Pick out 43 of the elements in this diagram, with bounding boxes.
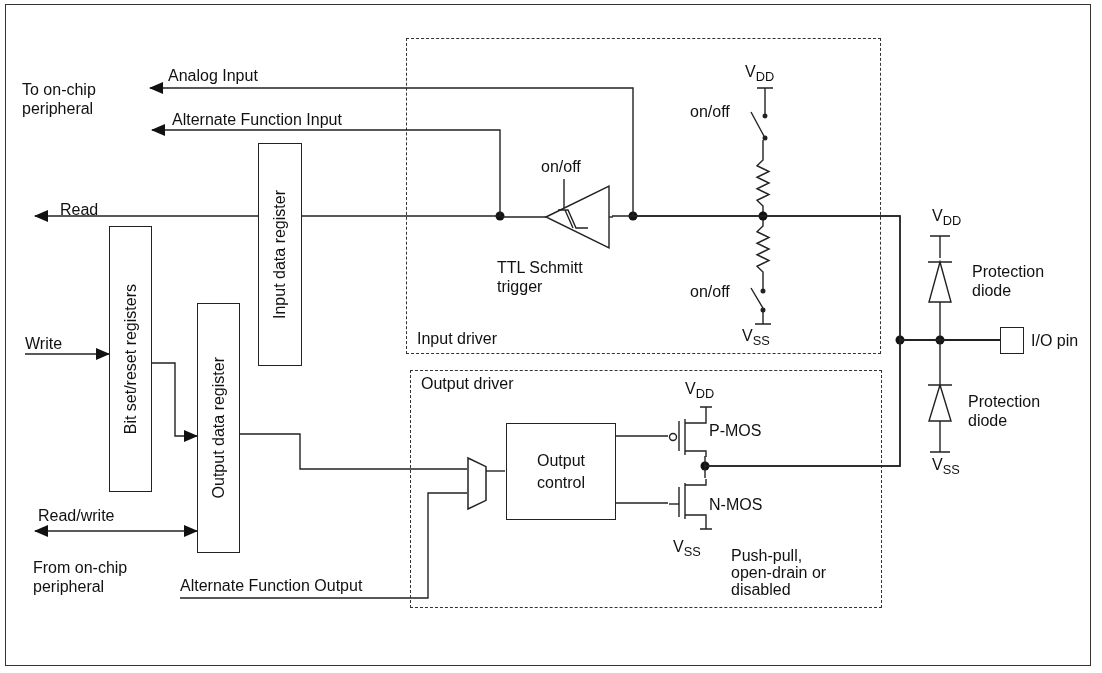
signal-label: Write [25, 334, 63, 353]
signal-label: Alternate Function Input [172, 110, 342, 129]
signal-label: Read [60, 200, 99, 219]
component-label: TTL Schmitt trigger [497, 258, 584, 296]
component-label: N-MOS [709, 495, 763, 514]
signal-label: Read/write [38, 506, 115, 525]
input-driver-region [406, 38, 881, 354]
text-label: on/off [690, 102, 730, 121]
signal-label: Alternate Function Output [180, 576, 363, 595]
register-box: Output data register [197, 303, 240, 553]
pin-label: I/O pin [1031, 331, 1079, 350]
control-label: on/off [541, 157, 581, 176]
text-label: V$_{SS}$ [932, 455, 960, 479]
arrow [151, 124, 501, 217]
text-label: on/off [690, 282, 730, 301]
register-box: Bit set/reset registers [109, 226, 152, 492]
component-label: Protection diode [972, 262, 1046, 300]
connector-line [239, 433, 468, 470]
connector-line [614, 435, 669, 437]
region-title: Output driver [421, 375, 514, 393]
component-label: Protection diode [968, 392, 1042, 430]
supply-label: V$_{SS}$ [673, 537, 701, 561]
arrow [34, 210, 259, 222]
register-box: Input data register [258, 143, 302, 366]
arrow [151, 362, 198, 442]
note-label: From on-chip peripheral [33, 558, 129, 596]
note-label: To on-chip peripheral [22, 80, 97, 118]
supply-label: V$_{DD}$ [685, 379, 715, 403]
output-driver-region [410, 370, 882, 608]
signal-label: Analog Input [168, 66, 258, 85]
text-label: V$_{SS}$ [742, 326, 770, 350]
arrow [34, 525, 198, 537]
connector-line [614, 502, 669, 504]
component-label: P-MOS [709, 421, 762, 440]
mode-note: Push-pull, open-drain or disabled [731, 547, 828, 598]
text-label: V$_{DD}$ [932, 206, 962, 230]
arrow [24, 348, 110, 360]
connector-line [484, 470, 506, 472]
connector-line [301, 215, 501, 217]
process-box: Output control [506, 423, 616, 520]
text-label: V$_{DD}$ [745, 62, 775, 86]
region-title: Input driver [417, 330, 498, 348]
connector-line [179, 492, 468, 599]
